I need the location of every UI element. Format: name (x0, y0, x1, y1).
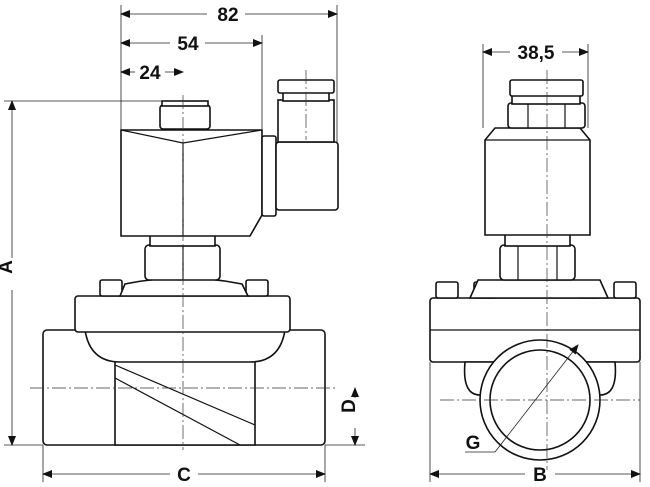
dim-a-label: A (0, 260, 17, 274)
dim-82-label: 82 (217, 5, 238, 26)
dimension-lines (4, 5, 641, 482)
dim-24-label: 24 (139, 63, 161, 84)
dim-c-label: C (177, 465, 191, 486)
dim-38-5-label: 38,5 (518, 43, 555, 64)
body-flange (74, 295, 291, 333)
side-view (429, 79, 641, 461)
coil (120, 129, 263, 237)
bolt (99, 279, 123, 297)
front-view (42, 79, 339, 446)
connector-base (261, 135, 277, 217)
bolt (245, 279, 269, 297)
side-coil (484, 127, 591, 236)
dim-b-label: B (533, 465, 547, 486)
connector-plug (275, 141, 339, 211)
dim-54-label: 54 (177, 34, 199, 55)
dim-g-label: G (466, 433, 481, 454)
dim-d-label: D (339, 399, 360, 413)
top-nut (159, 104, 211, 130)
